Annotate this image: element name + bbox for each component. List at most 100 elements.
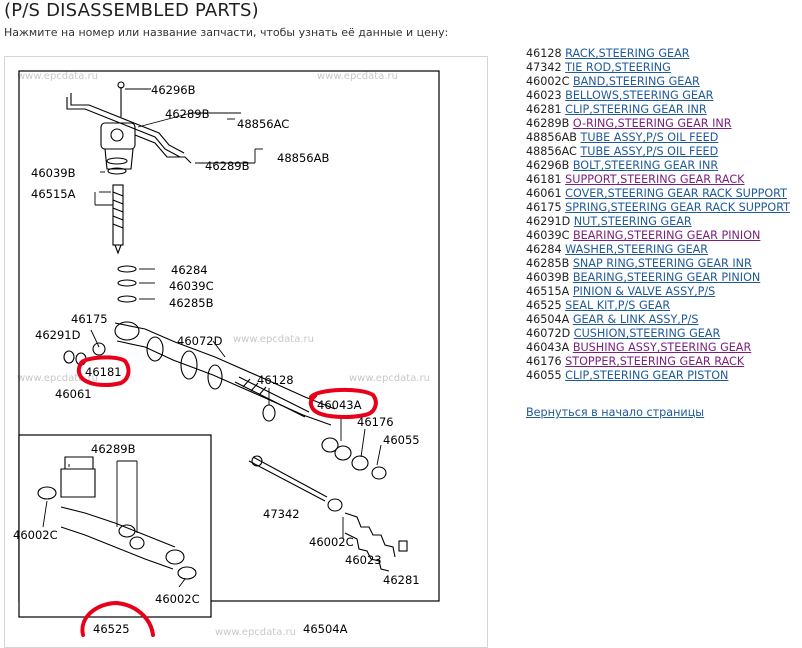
parts-list-item: 46296B BOLT,STEERING GEAR INR bbox=[526, 159, 790, 173]
part-name-link[interactable]: SNAP RING,STEERING GEAR INR bbox=[572, 257, 752, 270]
part-code[interactable]: 46072D bbox=[526, 327, 571, 340]
diagram-label-46061[interactable]: 46061 bbox=[55, 387, 92, 401]
parts-list-item: 46525 SEAL KIT,P/S GEAR bbox=[526, 299, 790, 313]
exploded-view-drawing: www.epcdata.ru www.epcdata.ru www.epcdat… bbox=[13, 70, 440, 637]
diagram-label-46055[interactable]: 46055 bbox=[383, 433, 420, 447]
diagram-label-46515A[interactable]: 46515A bbox=[31, 187, 76, 201]
diagram-label-46285B[interactable]: 46285B bbox=[169, 296, 214, 310]
parts-list-item: 46515A PINION & VALVE ASSY,P/S bbox=[526, 285, 790, 299]
part-name-link[interactable]: BAND,STEERING GEAR bbox=[572, 75, 700, 88]
part-code[interactable]: 46515A bbox=[526, 285, 570, 298]
part-name-link[interactable]: GEAR & LINK ASSY,P/S bbox=[572, 313, 699, 326]
part-code[interactable]: 48856AB bbox=[526, 131, 577, 144]
diagram-label-46504A[interactable]: 46504A bbox=[303, 622, 348, 636]
part-name-link[interactable]: WASHER,STEERING GEAR bbox=[565, 243, 709, 256]
part-code[interactable]: 46289B bbox=[526, 117, 570, 130]
diagram-label-46002C[interactable]: 46002C bbox=[155, 592, 200, 606]
diagram-label-46289B[interactable]: 46289B bbox=[165, 107, 210, 121]
part-code[interactable]: 46175 bbox=[526, 201, 562, 214]
parts-list-item: 46285B SNAP RING,STEERING GEAR INR bbox=[526, 257, 790, 271]
watermark: www.epcdata.ru bbox=[233, 334, 314, 345]
part-code[interactable]: 46023 bbox=[526, 89, 562, 102]
diagram-label-46296B[interactable]: 46296B bbox=[151, 83, 196, 97]
part-code[interactable]: 46039C bbox=[526, 229, 570, 242]
part-name-link[interactable]: O-RING,STEERING GEAR INR bbox=[572, 117, 732, 130]
diagram-label-46072D[interactable]: 46072D bbox=[177, 334, 223, 348]
part-name-link[interactable]: PINION & VALVE ASSY,P/S bbox=[572, 285, 716, 298]
part-name-link[interactable]: CUSHION,STEERING GEAR bbox=[573, 327, 721, 340]
parts-list-item: 46504A GEAR & LINK ASSY,P/S bbox=[526, 313, 790, 327]
part-code[interactable]: 46504A bbox=[526, 313, 570, 326]
parts-diagram: www.epcdata.ru www.epcdata.ru www.epcdat… bbox=[4, 56, 488, 648]
part-name-link[interactable]: BEARING,STEERING GEAR PINION bbox=[572, 271, 761, 284]
diagram-label-47342[interactable]: 47342 bbox=[263, 507, 300, 521]
part-code[interactable]: 46176 bbox=[526, 355, 562, 368]
part-code[interactable]: 46284 bbox=[526, 243, 562, 256]
part-name-link[interactable]: TUBE ASSY,P/S OIL FEED bbox=[580, 131, 719, 144]
part-code[interactable]: 46002C bbox=[526, 75, 570, 88]
parts-list-item: 46284 WASHER,STEERING GEAR bbox=[526, 243, 790, 257]
part-name-link[interactable]: TUBE ASSY,P/S OIL FEED bbox=[580, 145, 719, 158]
watermark: www.epcdata.ru bbox=[317, 71, 398, 82]
diagram-label-46023[interactable]: 46023 bbox=[345, 553, 382, 567]
diagram-label-46043A[interactable]: 46043A bbox=[317, 398, 362, 412]
highlight-46181 bbox=[76, 355, 131, 387]
part-name-link[interactable]: BELLOWS,STEERING GEAR bbox=[565, 89, 714, 102]
parts-list-item: 46002C BAND,STEERING GEAR bbox=[526, 75, 790, 89]
parts-list-item: 46291D NUT,STEERING GEAR bbox=[526, 215, 790, 229]
part-name-link[interactable]: BEARING,STEERING GEAR PINION bbox=[572, 229, 761, 242]
part-code[interactable]: 46285B bbox=[526, 257, 570, 270]
part-code[interactable]: 46043A bbox=[526, 341, 570, 354]
part-name-link[interactable]: SEAL KIT,P/S GEAR bbox=[565, 299, 671, 312]
parts-list-item: 47342 TIE ROD,STEERING bbox=[526, 61, 790, 75]
part-name-link[interactable]: SPRING,STEERING GEAR RACK SUPPORT bbox=[565, 201, 790, 214]
parts-list-item: 46128 RACK,STEERING GEAR bbox=[526, 47, 790, 61]
part-name-link[interactable]: BOLT,STEERING GEAR INR bbox=[572, 159, 719, 172]
part-name-link[interactable]: SUPPORT,STEERING GEAR RACK bbox=[565, 173, 745, 186]
part-code[interactable]: 46055 bbox=[526, 369, 562, 382]
part-name-link[interactable]: BUSHING ASSY,STEERING GEAR bbox=[572, 341, 752, 354]
diagram-label-46181[interactable]: 46181 bbox=[85, 365, 122, 379]
part-code[interactable]: 46525 bbox=[526, 299, 562, 312]
diagram-label-48856AC[interactable]: 48856AC bbox=[237, 117, 289, 131]
part-code[interactable]: 48856AC bbox=[526, 145, 577, 158]
diagram-label-46176[interactable]: 46176 bbox=[357, 415, 394, 429]
part-name-link[interactable]: RACK,STEERING GEAR bbox=[565, 47, 690, 60]
watermark: www.epcdata.ru bbox=[349, 373, 430, 384]
watermark: www.epcdata.ru bbox=[17, 373, 98, 384]
part-name-link[interactable]: CLIP,STEERING GEAR PISTON bbox=[565, 369, 729, 382]
part-code[interactable]: 46291D bbox=[526, 215, 571, 228]
part-code[interactable]: 46039B bbox=[526, 271, 570, 284]
part-name-link[interactable]: COVER,STEERING GEAR RACK SUPPORT bbox=[565, 187, 787, 200]
diagram-label-46128[interactable]: 46128 bbox=[257, 373, 294, 387]
back-to-top-link[interactable]: Вернуться в начало страницы bbox=[526, 406, 705, 419]
part-code[interactable]: 47342 bbox=[526, 61, 562, 74]
part-code[interactable]: 46181 bbox=[526, 173, 562, 186]
part-code[interactable]: 46296B bbox=[526, 159, 570, 172]
diagram-label-46525[interactable]: 46525 bbox=[93, 622, 130, 636]
part-name-link[interactable]: CLIP,STEERING GEAR INR bbox=[565, 103, 707, 116]
diagram-label-46281[interactable]: 46281 bbox=[383, 573, 420, 587]
diagram-label-46039B[interactable]: 46039B bbox=[31, 166, 76, 180]
part-code[interactable]: 46128 bbox=[526, 47, 562, 60]
part-name-link[interactable]: STOPPER,STEERING GEAR RACK bbox=[565, 355, 745, 368]
diagram-label-46284[interactable]: 46284 bbox=[171, 263, 208, 277]
parts-list-item: 46039C BEARING,STEERING GEAR PINION bbox=[526, 229, 790, 243]
diagram-label-46039C[interactable]: 46039C bbox=[169, 279, 214, 293]
diagram-label-46002C[interactable]: 46002C bbox=[309, 535, 354, 549]
part-code[interactable]: 46281 bbox=[526, 103, 562, 116]
diagram-label-46002C[interactable]: 46002C bbox=[13, 528, 58, 542]
diagram-label-46289B[interactable]: 46289B bbox=[205, 159, 250, 173]
parts-list-item: 46181 SUPPORT,STEERING GEAR RACK bbox=[526, 173, 790, 187]
part-name-link[interactable]: NUT,STEERING GEAR bbox=[573, 215, 692, 228]
part-name-link[interactable]: TIE ROD,STEERING bbox=[565, 61, 671, 74]
parts-list-item: 46281 CLIP,STEERING GEAR INR bbox=[526, 103, 790, 117]
part-code[interactable]: 46061 bbox=[526, 187, 562, 200]
diagram-label-48856AB[interactable]: 48856AB bbox=[277, 151, 329, 165]
diagram-label-46175[interactable]: 46175 bbox=[71, 312, 108, 326]
parts-list-item: 46175 SPRING,STEERING GEAR RACK SUPPORT bbox=[526, 201, 790, 215]
diagram-label-46291D[interactable]: 46291D bbox=[35, 328, 81, 342]
highlight-46525 bbox=[80, 600, 155, 637]
diagram-label-46289B[interactable]: 46289B bbox=[91, 442, 136, 456]
